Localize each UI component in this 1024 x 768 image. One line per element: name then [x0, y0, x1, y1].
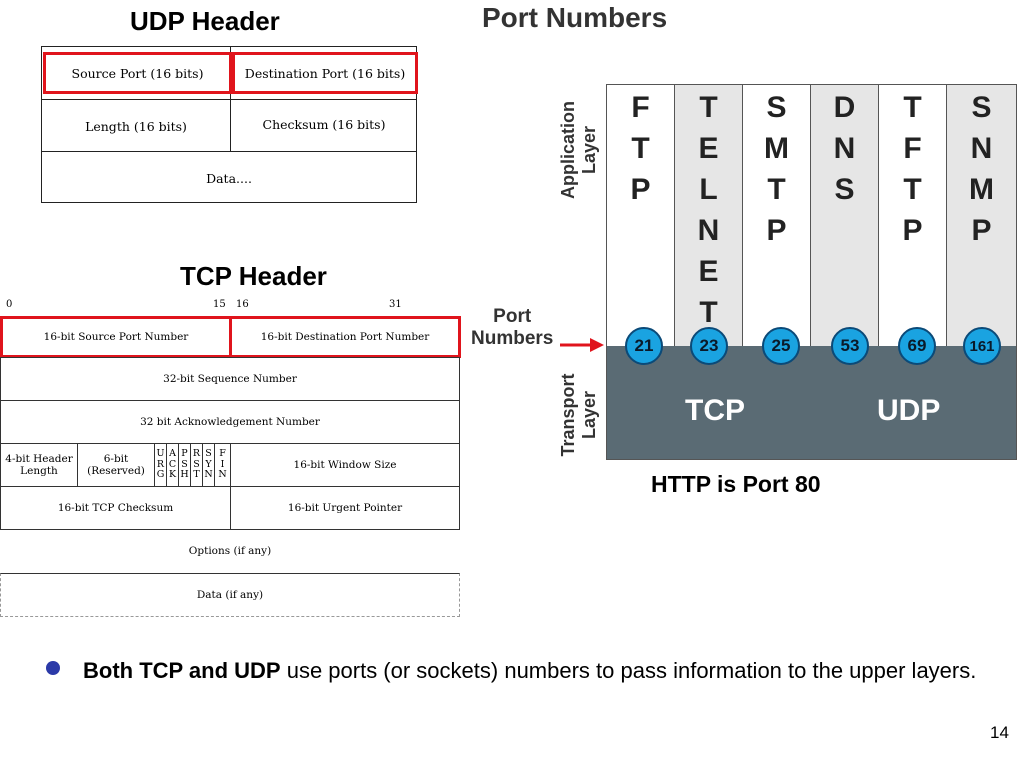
- port-numbers-label: Port Numbers: [471, 306, 554, 349]
- tcp-header-length-field: 4-bit Header Length: [0, 443, 78, 487]
- port-161-badge: 161: [963, 327, 1001, 365]
- bullet-text: Both TCP and UDP use ports (or sockets) …: [83, 655, 983, 686]
- column-telnet: T E L N E T: [675, 85, 743, 347]
- transport-layer-label: Transport Layer: [558, 373, 599, 457]
- page-number: 14: [990, 723, 1009, 742]
- port-23-badge: 23: [690, 327, 728, 365]
- bit-16-label: 16: [236, 299, 249, 310]
- udp-header-title: UDP Header: [130, 6, 280, 36]
- column-tftp: T F T P: [879, 85, 947, 347]
- udp-checksum-field: Checksum (16 bits): [262, 116, 386, 132]
- udp-destination-port-field: Destination Port (16 bits): [232, 52, 418, 94]
- bullet-bold-text: Both TCP and UDP: [83, 658, 281, 683]
- tcp-urgent-pointer-field: 16-bit Urgent Pointer: [230, 486, 460, 530]
- application-layer-label: Application Layer: [558, 101, 599, 199]
- http-port-note: HTTP is Port 80: [651, 471, 821, 497]
- column-ftp: F T P: [607, 85, 675, 347]
- port-53-badge: 53: [831, 327, 869, 365]
- tcp-header-title: TCP Header: [180, 261, 327, 291]
- column-smtp: S M T P: [743, 85, 811, 347]
- udp-label: UDP: [877, 394, 941, 427]
- bit-0-label: 0: [6, 299, 13, 310]
- tcp-options-field: Options (if any): [188, 545, 272, 558]
- udp-header-table: Source Port (16 bits) Destination Port (…: [41, 46, 418, 203]
- tcp-reserved-field: 6-bit (Reserved): [77, 443, 155, 487]
- tcp-header-table: 16-bit Source Port Number 16-bit Destina…: [0, 314, 461, 618]
- bullet-rest-text: use ports (or sockets) numbers to pass i…: [280, 658, 977, 683]
- udp-data-field: Data....: [206, 170, 252, 186]
- tcp-destination-port-field: 16-bit Destination Port Number: [229, 316, 461, 358]
- port-numbers-title: Port Numbers: [482, 2, 668, 33]
- tcp-data-field: Data (if any): [0, 573, 460, 617]
- port-69-badge: 69: [898, 327, 936, 365]
- tcp-ack-field: 32 bit Acknowledgement Number: [0, 400, 460, 444]
- column-dns: D N S: [811, 85, 879, 347]
- tcp-checksum-field: 16-bit TCP Checksum: [0, 486, 231, 530]
- tcp-label: TCP: [685, 394, 745, 427]
- arrow-right-icon: [560, 338, 604, 352]
- tcp-window-size-field: 16-bit Window Size: [230, 443, 460, 487]
- transport-layer-band: TCP UDP: [607, 346, 1016, 459]
- udp-source-port-field: Source Port (16 bits): [43, 52, 232, 94]
- bit-15-label: 15: [213, 299, 226, 310]
- udp-length-field: Length (16 bits): [85, 118, 187, 134]
- tcp-source-port-field: 16-bit Source Port Number: [0, 316, 232, 358]
- bit-31-label: 31: [389, 299, 402, 310]
- column-snmp: S N M P: [947, 85, 1016, 347]
- bullet-dot-icon: [46, 661, 60, 675]
- port-21-badge: 21: [625, 327, 663, 365]
- port-25-badge: 25: [762, 327, 800, 365]
- port-numbers-diagram: F T P T E L N E T S M T P D N S T F T P …: [606, 84, 1017, 460]
- tcp-sequence-field: 32-bit Sequence Number: [0, 357, 460, 401]
- tcp-bit-positions: 0 15 16 31: [0, 299, 460, 313]
